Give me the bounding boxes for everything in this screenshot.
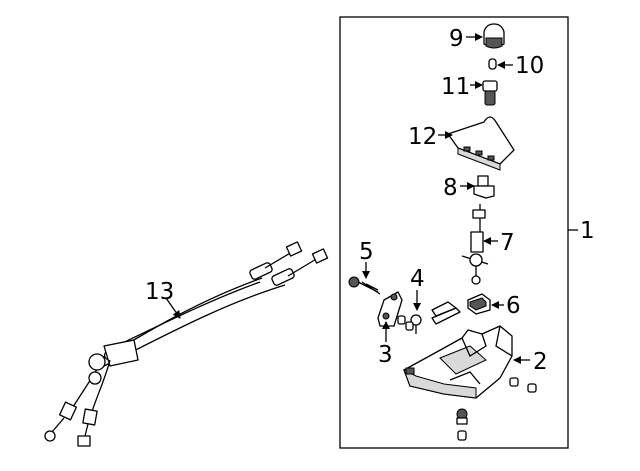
callout-11: 11 bbox=[441, 74, 470, 100]
callout-10: 10 bbox=[515, 53, 544, 79]
callout-5: 5 bbox=[359, 239, 374, 265]
part-9-shift-knob bbox=[483, 23, 505, 49]
part-10-pin bbox=[488, 58, 497, 70]
callout-leader-13 bbox=[165, 297, 181, 319]
callout-13: 13 bbox=[145, 279, 174, 305]
part-2-shifter-base bbox=[403, 325, 537, 441]
part-5-bolt bbox=[348, 276, 381, 295]
part-8-lever-top bbox=[473, 175, 495, 199]
callout-8: 8 bbox=[443, 175, 458, 201]
callout-1: 1 bbox=[580, 218, 595, 244]
callout-2: 2 bbox=[533, 349, 548, 375]
part-6-bushing bbox=[467, 293, 491, 315]
callout-7: 7 bbox=[500, 230, 515, 256]
part-12-shift-boot bbox=[447, 116, 515, 171]
shift-cable-assembly bbox=[44, 241, 329, 447]
assembly-frame bbox=[339, 16, 569, 449]
callout-6: 6 bbox=[506, 293, 521, 319]
part-7-shift-lever bbox=[461, 204, 489, 285]
part-4-clip bbox=[397, 301, 461, 334]
callout-9: 9 bbox=[449, 26, 464, 52]
callout-4: 4 bbox=[410, 266, 425, 292]
part-3-bracket bbox=[377, 291, 403, 327]
part-11-boss bbox=[482, 80, 498, 106]
callout-3: 3 bbox=[378, 342, 393, 368]
callout-12: 12 bbox=[408, 124, 437, 150]
